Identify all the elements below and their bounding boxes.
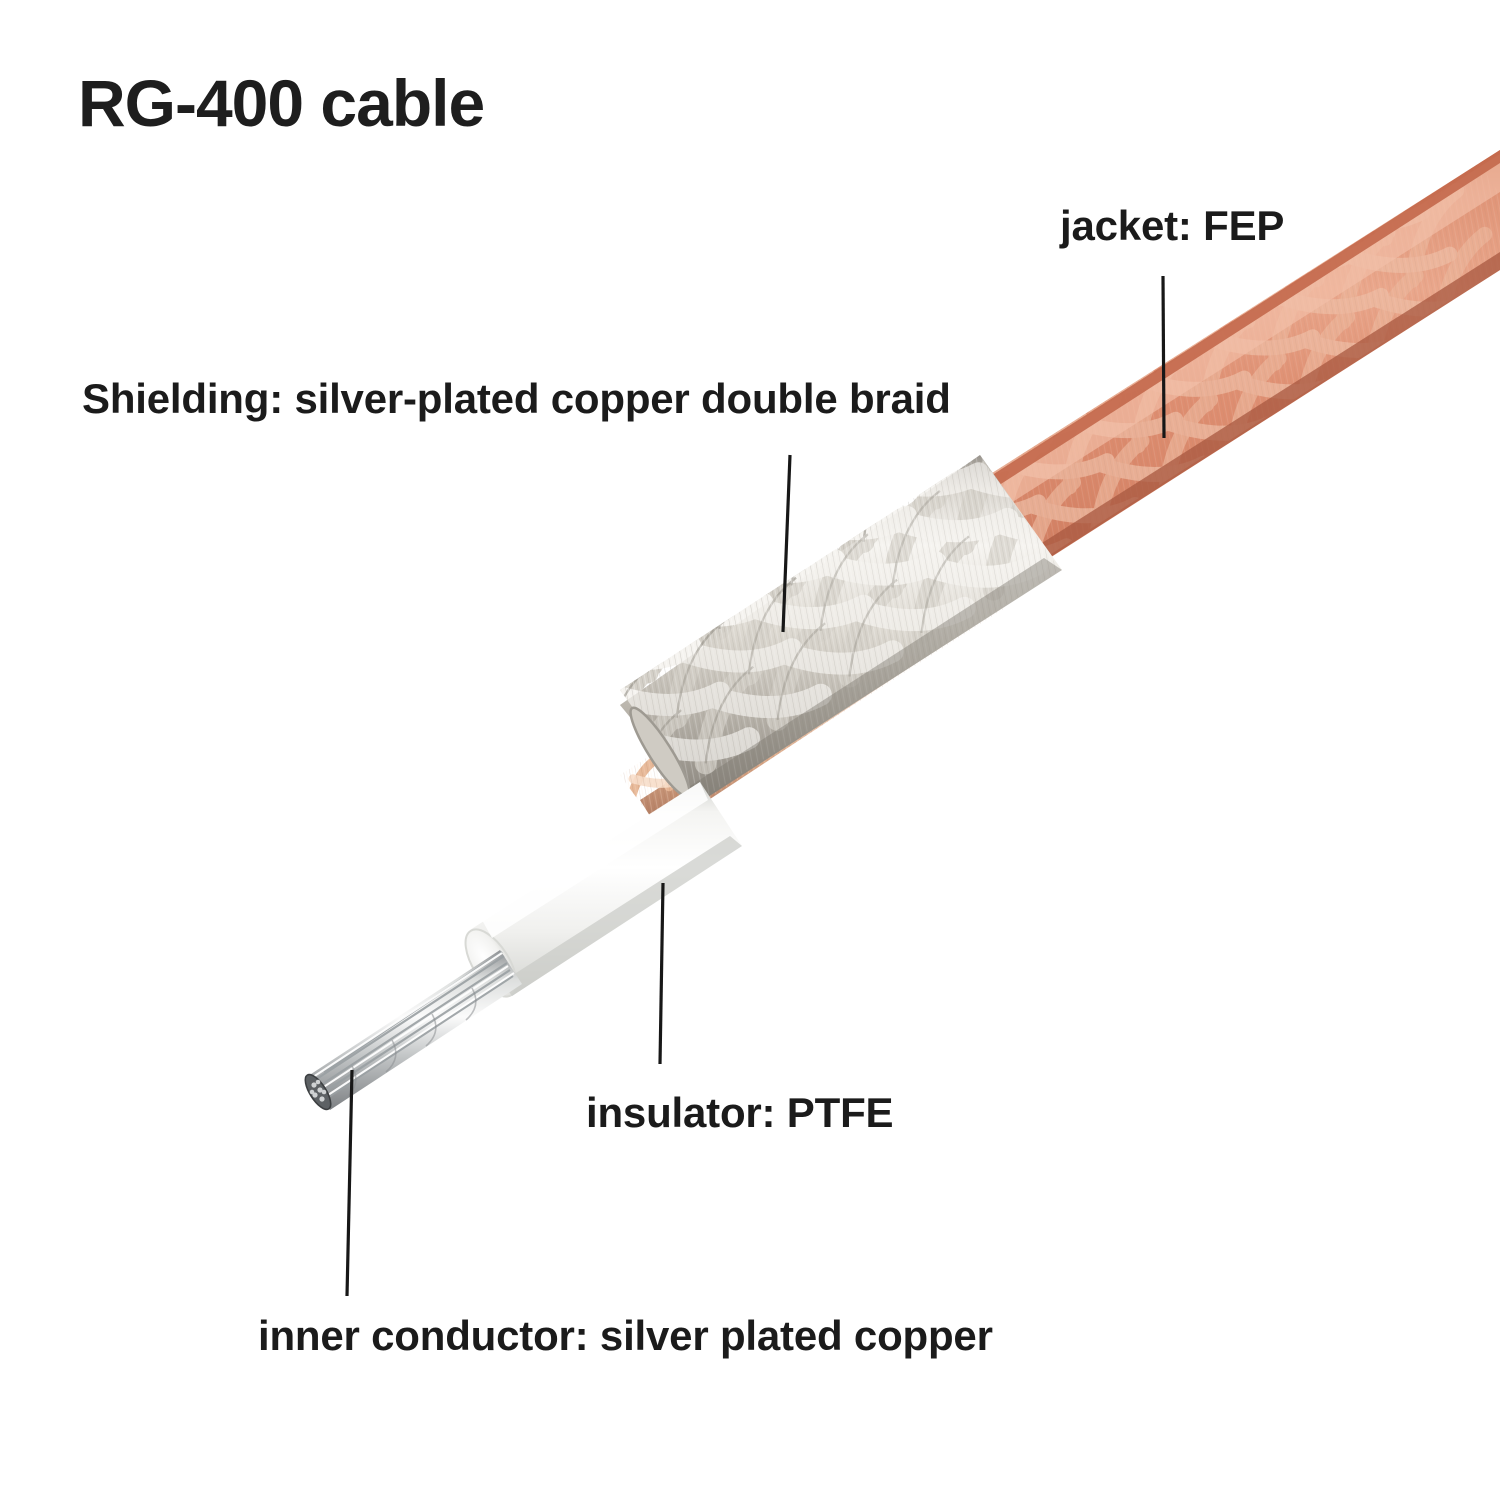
leader-line-inner-conductor: [345, 1069, 354, 1297]
conductor-strand-ends: [309, 1079, 327, 1102]
jacket-top-edge: [872, 150, 1500, 563]
callout-label-jacket: jacket: FEP: [1060, 202, 1285, 249]
jacket-bottom-edge: [946, 252, 1500, 616]
conductor-strand-highlights: [309, 952, 515, 1100]
ptfe-highlight: [482, 782, 708, 938]
callout-label-inner-conductor: inner conductor: silver plated copper: [258, 1312, 993, 1359]
callout-leader-lines: [345, 275, 1166, 1297]
conductor-lay-marks: [345, 987, 477, 1099]
leader-line-jacket: [1161, 275, 1166, 439]
ptfe-shadow-edge: [502, 836, 742, 996]
page-title: RG-400 cable: [78, 66, 485, 140]
silver-braid-shading: [620, 455, 1062, 802]
silver-braid-shadow-edge: [684, 558, 1062, 802]
leader-line-insulator: [658, 882, 665, 1065]
ptfe-insulator-tube: [470, 782, 742, 996]
inner-conductor-section: [304, 950, 522, 1111]
callout-label-insulator: insulator: PTFE: [586, 1089, 894, 1136]
leader-line-shielding: [781, 454, 792, 633]
conductor-cut-face: [304, 1073, 332, 1111]
stranded-conductor-body: [308, 950, 522, 1110]
callout-label-shielding: Shielding: silver-plated copper double b…: [82, 375, 951, 422]
